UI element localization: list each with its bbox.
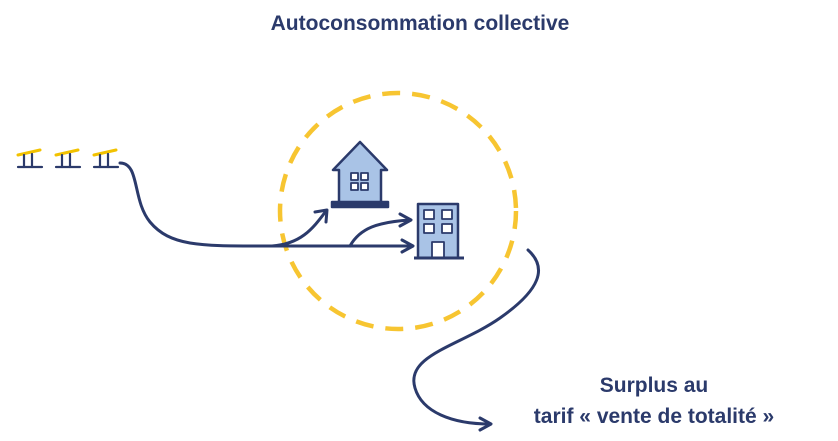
- surplus-line-2: tarif « vente de totalité »: [533, 405, 775, 428]
- collective-perimeter-circle: [277, 90, 519, 332]
- office-building-icon: [414, 202, 464, 260]
- solar-panel-icon: [54, 148, 82, 169]
- solar-panels-group: [16, 148, 120, 169]
- house-icon: [330, 140, 390, 209]
- diagram-title: Autoconsommation collective: [270, 8, 570, 39]
- surplus-flow-line: [412, 248, 540, 426]
- title-line-2: collective: [473, 12, 570, 35]
- energy-flow-to-house: [270, 209, 328, 248]
- arrow-head-building-upper: [398, 212, 413, 228]
- arrow-head-building: [400, 238, 415, 254]
- surplus-line-1: Surplus au: [599, 374, 709, 397]
- surplus-label: Surplus au tarif « vente de totalité »: [470, 370, 838, 432]
- solar-panel-icon: [92, 148, 120, 169]
- energy-flow-to-building: [348, 218, 412, 248]
- arrow-head-surplus: [478, 416, 493, 432]
- solar-panel-icon: [16, 148, 44, 169]
- arrow-head-house: [313, 208, 329, 224]
- energy-flow-line: [118, 161, 414, 248]
- title-line-1: Autoconsommation: [270, 12, 468, 35]
